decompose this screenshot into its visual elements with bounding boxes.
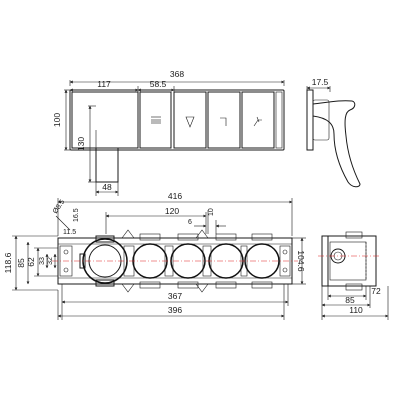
dim-58-5-label: 58.5 — [150, 79, 167, 89]
mount-hole — [282, 249, 288, 255]
dim-100-label: 100 — [52, 113, 62, 127]
dim-62-label: 62 — [26, 257, 36, 267]
dim-130-label: 130 — [76, 137, 86, 151]
dim-85-label: 85 — [16, 258, 26, 268]
install-box-end-view: 72 85 110 — [318, 231, 389, 320]
dim-32-label: 32 — [47, 257, 54, 265]
dim-396-label: 396 — [168, 305, 182, 315]
dim-6-label: 6 — [188, 219, 192, 226]
end-top-boss — [345, 231, 363, 239]
mount-hole — [282, 267, 288, 273]
dim-72-label: 72 — [371, 286, 381, 296]
spout-icon — [220, 117, 227, 126]
side-plate — [306, 89, 314, 151]
button-2 — [173, 91, 207, 149]
hand-shower-icon — [185, 116, 195, 128]
hole-diameter-label: Ø8.5 — [52, 199, 66, 216]
side-lever-profile — [312, 100, 361, 188]
faceplate-outline — [69, 89, 285, 151]
install-box-front-view: 416 120 10 6 Ø8.5 16.5 11.5 — [3, 191, 306, 320]
button-3 — [207, 91, 241, 149]
dim-120-label: 120 — [165, 206, 179, 216]
faceplate-view: 368 117 58.5 — [52, 69, 285, 196]
dim-48-label: 48 — [102, 182, 112, 192]
dim-367-label: 367 — [168, 291, 182, 301]
outlet-chamber-1 — [132, 243, 168, 279]
shower-head-icon — [151, 116, 161, 124]
main-valve-top-lug — [95, 235, 115, 243]
dim-110-label: 110 — [349, 305, 363, 315]
dim-16-5-label: 16.5 — [73, 208, 80, 222]
dim-104-6-label: 104.6 — [296, 250, 306, 272]
dim-17-5-label: 17.5 — [312, 77, 329, 87]
button-1 — [139, 91, 172, 149]
handle-side-view: 17.5 — [306, 77, 361, 188]
mount-hole — [63, 267, 69, 273]
dim-118-6-label: 118.6 — [3, 252, 13, 273]
dim-11-5-label: 11.5 — [63, 229, 76, 236]
dim-416-label: 416 — [168, 191, 182, 201]
handle-lever-body — [95, 147, 119, 183]
dim-85-end-label: 85 — [345, 295, 355, 305]
outlet-chamber-4 — [244, 243, 280, 279]
rain-shower-icon — [253, 116, 262, 127]
dim-368-label: 368 — [170, 69, 184, 79]
side-cartridge — [312, 99, 330, 141]
button-4 — [241, 91, 275, 149]
dim-10-label: 10 — [208, 208, 215, 216]
dim-33-label: 33 — [39, 257, 46, 265]
end-box-flange — [321, 235, 329, 287]
main-valve-bottom-lug — [95, 279, 115, 287]
mount-hole — [63, 249, 69, 255]
end-bottom-boss — [345, 283, 363, 291]
dim-117-label: 117 — [97, 79, 111, 89]
